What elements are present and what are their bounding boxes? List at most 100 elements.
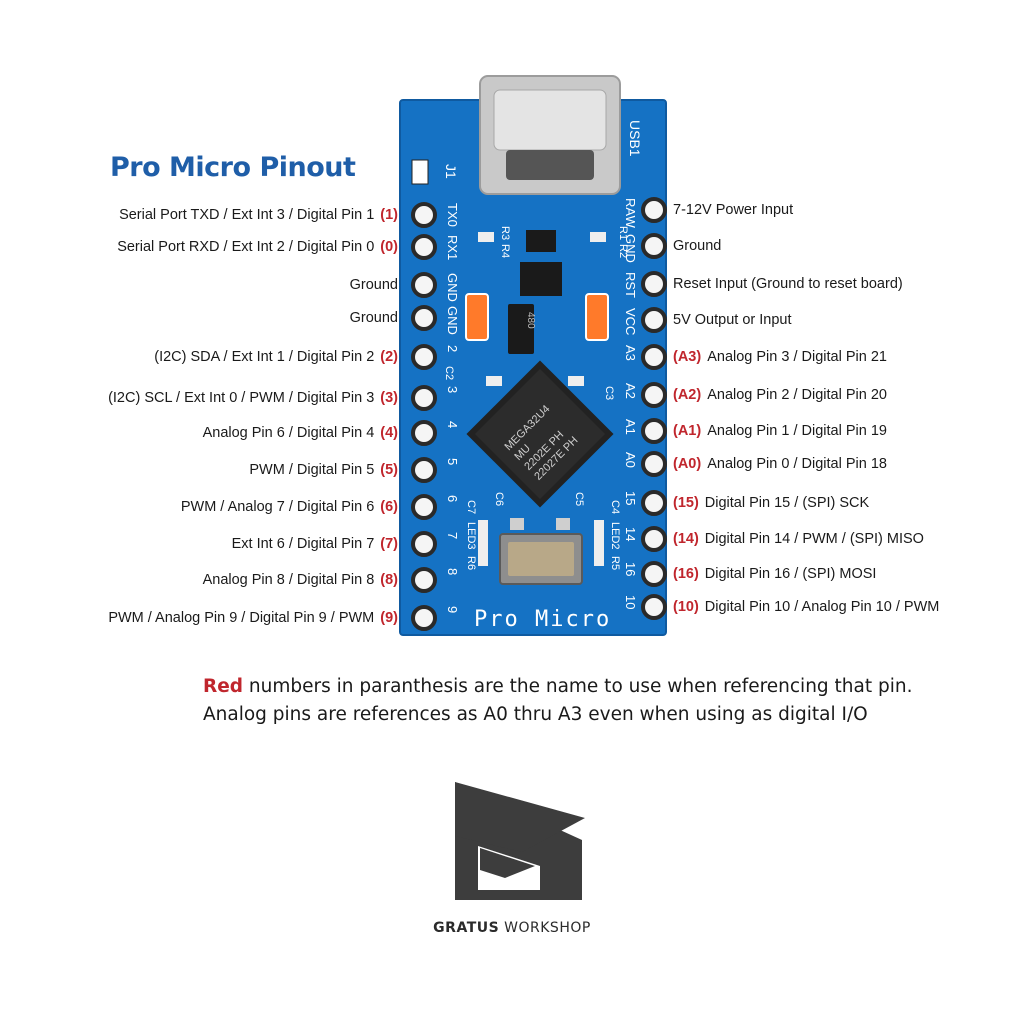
right-silk-label: RST (623, 272, 638, 298)
right-silk-label: A2 (623, 383, 638, 399)
right-pin-label: Reset Input (Ground to reset board) (673, 274, 903, 294)
right-pin-label: 5V Output or Input (673, 310, 792, 330)
pin-label-text: Ground (673, 238, 721, 254)
left-silk-label: 8 (445, 568, 460, 575)
pin-id: (3) (380, 390, 398, 406)
left-silk-label: TX0 (445, 203, 460, 227)
right-pin-pad (643, 309, 665, 331)
pin-id: (14) (673, 531, 699, 547)
note-line-1-text: numbers in paranthesis are the name to u… (243, 676, 912, 697)
right-pin-pad (643, 199, 665, 221)
pin-id: (8) (380, 572, 398, 588)
left-pin-pad (413, 533, 435, 555)
right-pin-label: Ground (673, 236, 721, 256)
silk-r1: R1 (617, 226, 629, 240)
left-pin-pad (413, 569, 435, 591)
silk-r2: R2 (617, 244, 629, 258)
silk-c5: C5 (573, 492, 585, 506)
brand-bold: GRATUS (433, 920, 499, 936)
j1-label: J1 (443, 164, 459, 179)
right-silk-label: RAW (623, 198, 638, 229)
left-pin-pad (413, 387, 435, 409)
left-silk-label: GND (445, 273, 460, 302)
left-pin-label: Analog Pin 8 / Digital Pin 8 (8) (203, 570, 398, 590)
pin-label-text: (I2C) SCL / Ext Int 0 / PWM / Digital Pi… (108, 390, 374, 406)
pin-id: (A3) (673, 349, 701, 365)
pin-label-text: Digital Pin 10 / Analog Pin 10 / PWM (705, 599, 940, 615)
led-right (586, 294, 608, 340)
right-pin-pad (643, 528, 665, 550)
pin-id: (16) (673, 566, 699, 582)
right-silk-label: A0 (623, 452, 638, 468)
pin-label-text: Ground (350, 277, 398, 293)
left-pin-pad (413, 346, 435, 368)
pin-id: (A1) (673, 423, 701, 439)
right-silk-label: 16 (623, 562, 638, 576)
left-silk-label: 9 (445, 606, 460, 613)
left-silk-label: 6 (445, 495, 460, 502)
left-pin-pad (413, 607, 435, 629)
pin-id: (A2) (673, 387, 701, 403)
led-left (466, 294, 488, 340)
note-line-2: Analog pins are references as A0 thru A3… (203, 704, 868, 725)
left-pin-label: Analog Pin 6 / Digital Pin 4 (4) (203, 423, 398, 443)
pin-label-text: Analog Pin 0 / Digital Pin 18 (707, 456, 887, 472)
silk-r4: R4 (499, 244, 511, 258)
pin-label-text: Digital Pin 15 / (SPI) SCK (705, 495, 869, 511)
pin-id: (4) (380, 425, 398, 441)
left-pin-label: Ground (350, 308, 398, 328)
silk-led2: LED2 (609, 522, 621, 550)
right-pin-label: (14)Digital Pin 14 / PWM / (SPI) MISO (673, 529, 924, 549)
brand-name: GRATUS WORKSHOP (0, 920, 1024, 936)
pin-label-text: Reset Input (Ground to reset board) (673, 276, 903, 292)
pin-label-text: Analog Pin 2 / Digital Pin 20 (707, 387, 887, 403)
left-pin-pad (413, 307, 435, 329)
left-pin-pad (413, 422, 435, 444)
left-pin-label: PWM / Analog 7 / Digital Pin 6(6) (181, 497, 398, 517)
left-silk-label: GND (445, 306, 460, 335)
silk-c3: C3 (603, 386, 615, 400)
left-silk-label: 4 (445, 421, 460, 428)
right-pin-label: (15)Digital Pin 15 / (SPI) SCK (673, 493, 869, 513)
pin-label-text: Analog Pin 8 / Digital Pin 8 (203, 572, 375, 588)
left-pin-label: (I2C) SDA / Ext Int 1 / Digital Pin 2 (2) (154, 347, 398, 367)
pin-id: (2) (380, 349, 398, 365)
right-pin-label: 7-12V Power Input (673, 200, 793, 220)
right-pin-pad (643, 235, 665, 257)
pin-label-text: Digital Pin 16 / (SPI) MOSI (705, 566, 877, 582)
gratus-logo-icon (455, 782, 585, 900)
pin-label-text: Ground (350, 310, 398, 326)
left-pin-pad (413, 496, 435, 518)
pin-label-text: PWM / Digital Pin 5 (249, 462, 374, 478)
left-pin-label: PWM / Analog Pin 9 / Digital Pin 9 / PWM… (108, 608, 398, 628)
silk-r3: R3 (499, 226, 511, 240)
pin-label-text: Analog Pin 6 / Digital Pin 4 (203, 425, 375, 441)
left-pin-label: (I2C) SCL / Ext Int 0 / PWM / Digital Pi… (108, 388, 398, 408)
left-silk-label: 3 (445, 386, 460, 393)
silk-c6: C6 (493, 492, 505, 506)
right-silk-label: 15 (623, 491, 638, 505)
board-name: Pro Micro (474, 607, 611, 632)
note-line-1: Red numbers in paranthesis are the name … (203, 676, 913, 697)
pin-label-text: Ext Int 6 / Digital Pin 7 (232, 536, 375, 552)
pin-label-text: PWM / Analog Pin 9 / Digital Pin 9 / PWM (108, 610, 374, 626)
silk-r6: R6 (465, 556, 477, 570)
pin-label-text: Analog Pin 3 / Digital Pin 21 (707, 349, 887, 365)
silk-r5: R5 (609, 556, 621, 570)
brand-rest: WORKSHOP (504, 920, 591, 936)
right-pin-pad (643, 420, 665, 442)
pin-label-text: Serial Port TXD / Ext Int 3 / Digital Pi… (119, 207, 374, 223)
pin-id: (6) (380, 499, 398, 515)
right-pin-pad (643, 384, 665, 406)
pin-id: (1) (380, 207, 398, 223)
pin-label-text: (I2C) SDA / Ext Int 1 / Digital Pin 2 (154, 349, 374, 365)
right-pin-pad (643, 273, 665, 295)
pin-label-text: 7-12V Power Input (673, 202, 793, 218)
right-silk-label: 14 (623, 527, 638, 541)
silk-c4: C4 (609, 500, 621, 514)
left-pin-label: PWM / Digital Pin 5 (5) (249, 460, 398, 480)
pin-id: (5) (380, 462, 398, 478)
right-pin-label: (A1)Analog Pin 1 / Digital Pin 19 (673, 421, 887, 441)
right-pin-label: (A3) Analog Pin 3 / Digital Pin 21 (673, 347, 887, 367)
